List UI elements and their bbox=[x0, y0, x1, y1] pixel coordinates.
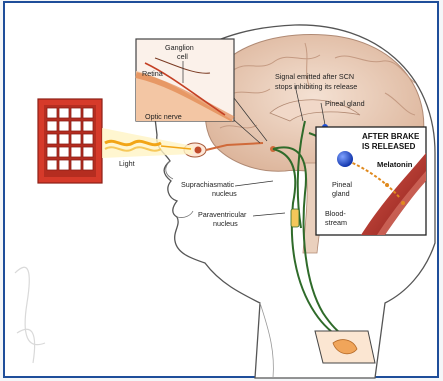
paraventricular-highlight bbox=[291, 209, 299, 227]
window-illustration bbox=[38, 99, 102, 183]
diagram-frame: Light Ganglion cell Retina Optic nerve S… bbox=[3, 1, 439, 378]
inset-title-line1: AFTER BRAKE bbox=[362, 132, 420, 141]
label-light: Light bbox=[119, 159, 135, 168]
label-blood-line1: Blood- bbox=[325, 209, 346, 218]
melatonin-pathway-diagram: Light Ganglion cell Retina Optic nerve S… bbox=[5, 3, 441, 380]
inset-title-line2: IS RELEASED bbox=[362, 142, 416, 151]
label-pvn-line2: nucleus bbox=[213, 219, 238, 228]
label-scn-line2: nucleus bbox=[212, 189, 237, 198]
label-cell: cell bbox=[177, 52, 188, 61]
label-retina: Retina bbox=[142, 69, 163, 78]
label-signal-line1: Signal emitted after SCN bbox=[275, 72, 354, 81]
label-blood-line2: stream bbox=[325, 218, 347, 227]
label-pineal-gland: Pineal gland bbox=[325, 99, 365, 108]
label-inset-pineal-line2: gland bbox=[332, 189, 350, 198]
sympathetic-ganglion-box bbox=[315, 331, 375, 363]
pineal-gland-ball bbox=[337, 151, 353, 167]
background-sketch bbox=[15, 267, 45, 363]
label-inset-pineal-line1: Pineal bbox=[332, 180, 352, 189]
label-signal-line2: stops inhibiting its release bbox=[275, 82, 357, 91]
label-ganglion: Ganglion bbox=[165, 43, 194, 52]
label-scn-line1: Suprachiasmatic bbox=[181, 180, 235, 189]
label-pvn-line1: Paraventricular bbox=[198, 210, 247, 219]
label-melatonin: Melatonin bbox=[377, 160, 413, 169]
label-optic-nerve: Optic nerve bbox=[145, 112, 182, 121]
